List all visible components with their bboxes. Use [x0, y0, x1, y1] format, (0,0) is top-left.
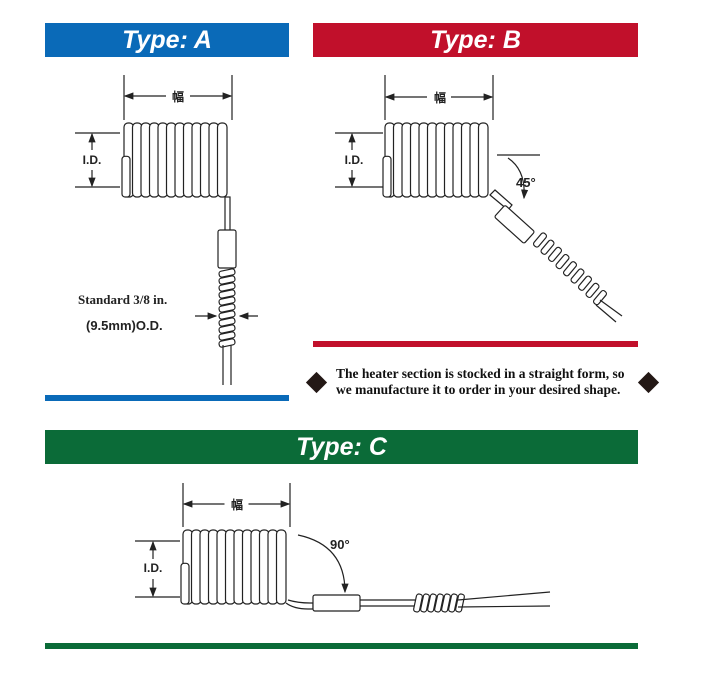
type-a-armor: [218, 296, 236, 306]
type-a-coil-end: [121, 155, 131, 198]
type-c-bottom-bar: [45, 643, 638, 649]
shape-note: The heater section is stocked in a strai…: [336, 366, 625, 397]
type-b-armor: [532, 232, 548, 248]
type-b-angle-label: 45°: [516, 175, 536, 190]
type-c-armor: [441, 593, 451, 613]
type-c-header: Type: C: [45, 430, 638, 464]
type-b-armor: [577, 275, 593, 291]
type-a-armor: [218, 331, 236, 341]
type-b-lead: [489, 189, 513, 211]
type-b-coil-loop: [477, 122, 489, 198]
type-c-coil-end: [180, 562, 190, 605]
type-c-angle-arc: [297, 534, 349, 594]
type-c-lead: [285, 599, 314, 610]
type-a-armor: [218, 317, 236, 327]
type-b-coil-end: [382, 155, 392, 198]
type-c-armor: [427, 593, 437, 613]
type-c-angle-label: 90°: [330, 537, 350, 552]
type-b-armor: [592, 289, 608, 306]
type-c-id-label: I.D.: [144, 561, 163, 575]
type-b-sleeve: [494, 205, 535, 244]
type-a-armor: [218, 324, 236, 334]
type-a-header: Type: A: [45, 23, 289, 57]
type-b-wire: [599, 299, 623, 317]
type-c-width-label: 幅: [231, 497, 243, 512]
type-b-wire: [595, 304, 617, 323]
type-b-armor: [585, 282, 600, 299]
type-c-wire: [457, 605, 551, 608]
type-b-header: Type: B: [313, 23, 638, 57]
type-a-id-label: I.D.: [83, 153, 102, 167]
type-b-armor: [570, 268, 585, 284]
type-b-armor: [540, 239, 555, 255]
type-b-angle-arc: [507, 157, 529, 200]
type-b-id-label: I.D.: [345, 153, 364, 167]
type-a-armor: [218, 310, 236, 320]
type-b-armor: [547, 246, 563, 263]
type-a-od-line2: (9.5mm)O.D.: [86, 318, 163, 333]
type-b-armor: [555, 253, 570, 270]
type-a-bottom-bar: [45, 395, 289, 401]
type-a-armor: [218, 289, 236, 299]
type-c-sleeve: [312, 594, 361, 612]
type-a-armor: [218, 303, 236, 313]
type-c-armor: [420, 593, 430, 613]
type-c-armor: [413, 593, 423, 613]
type-a-lead: [224, 196, 231, 233]
type-b-width-label: 幅: [434, 90, 446, 105]
type-c-coil-loop: [275, 529, 287, 605]
type-a-armor: [218, 282, 236, 292]
type-a-width-label: 幅: [172, 89, 184, 104]
type-a-sleeve: [217, 229, 237, 269]
type-b-armor: [562, 261, 578, 277]
type-a-armor: [218, 268, 236, 278]
type-a-coil-loop: [216, 122, 228, 198]
type-c-armor: [448, 593, 458, 613]
type-c-armor: [434, 593, 444, 613]
type-c-armor: [455, 593, 465, 613]
type-c-wire: [457, 591, 551, 601]
type-a-armor: [218, 275, 236, 285]
type-a-od-line1: Standard 3/8 in.: [78, 292, 167, 307]
type-b-bottom-bar: [313, 341, 638, 347]
